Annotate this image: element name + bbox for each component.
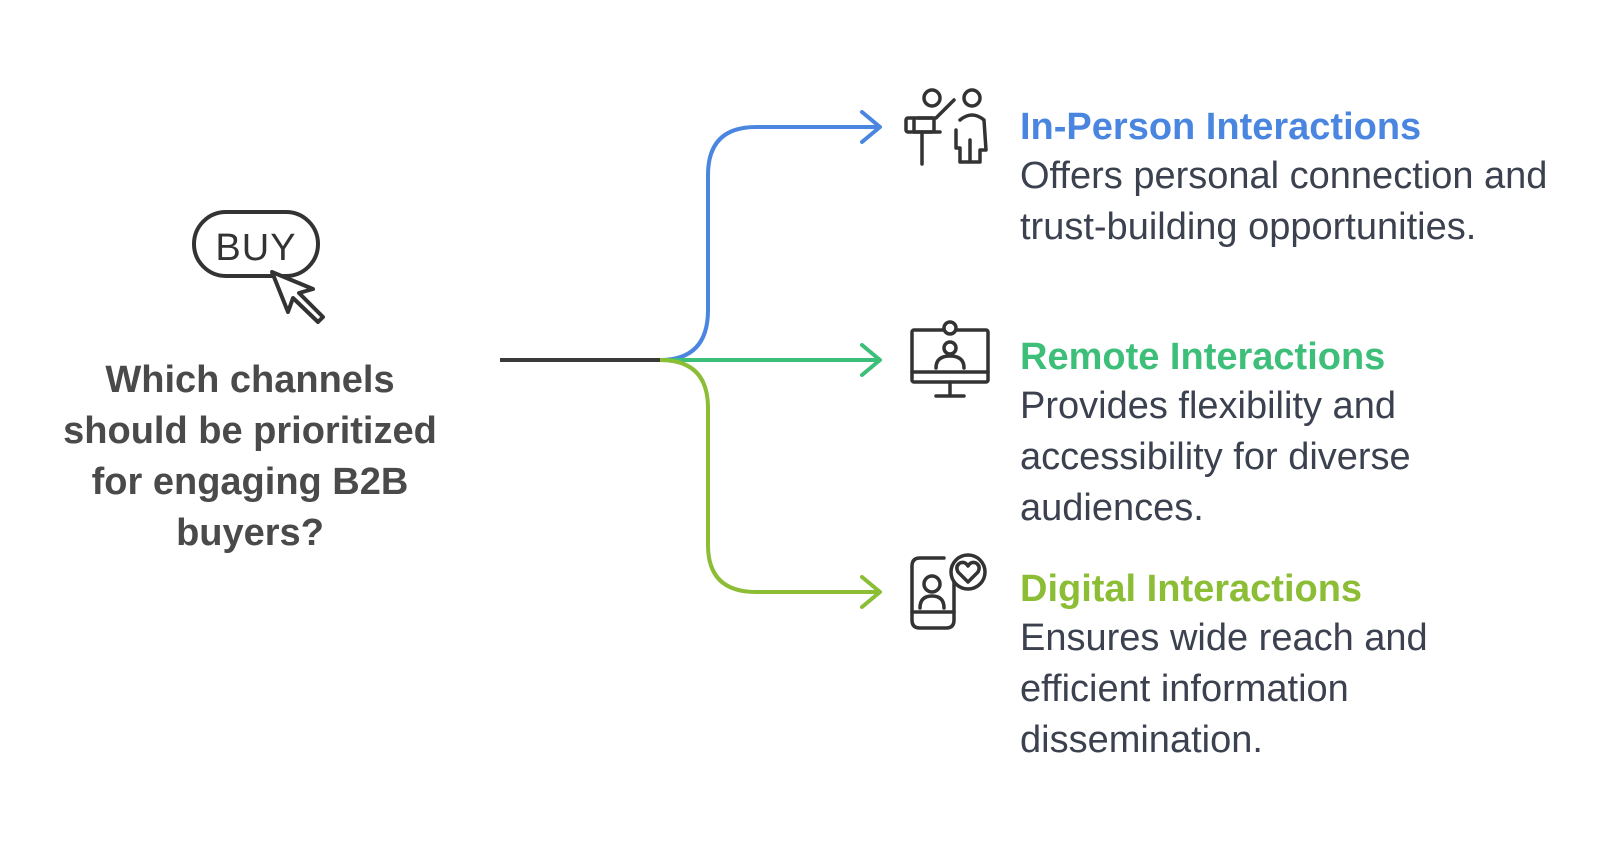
branch-description: Offers personal connection and trust-bui… [1020, 155, 1548, 248]
branch-description: Ensures wide reach and efficient informa… [1020, 617, 1428, 761]
in-person-presentation-icon [904, 88, 988, 166]
branch-digital: Digital Interactions Ensures wide reach … [1020, 565, 1580, 766]
buy-icon-text: BUY [215, 227, 296, 269]
arrow-head-in-person [860, 110, 882, 144]
mobile-heart-icon [910, 553, 987, 630]
video-call-monitor-icon [910, 320, 990, 398]
branch-description: Provides flexibility and accessibility f… [1020, 385, 1411, 529]
arrow-head-remote [860, 343, 882, 377]
branch-title: Remote Interactions [1020, 336, 1386, 378]
arrow-head-digital [860, 575, 882, 609]
branch-title: Digital Interactions [1020, 568, 1363, 610]
central-question: Which channels should be prioritized for… [63, 359, 437, 554]
branch-remote: Remote Interactions Provides flexibility… [1020, 333, 1580, 534]
branch-in-person: In-Person Interactions Offers personal c… [1020, 103, 1580, 253]
buy-button-cursor-icon: BUY [192, 210, 325, 324]
connector-digital [659, 358, 880, 594]
connector-in-person [659, 125, 880, 362]
branch-title: In-Person Interactions [1020, 106, 1422, 148]
